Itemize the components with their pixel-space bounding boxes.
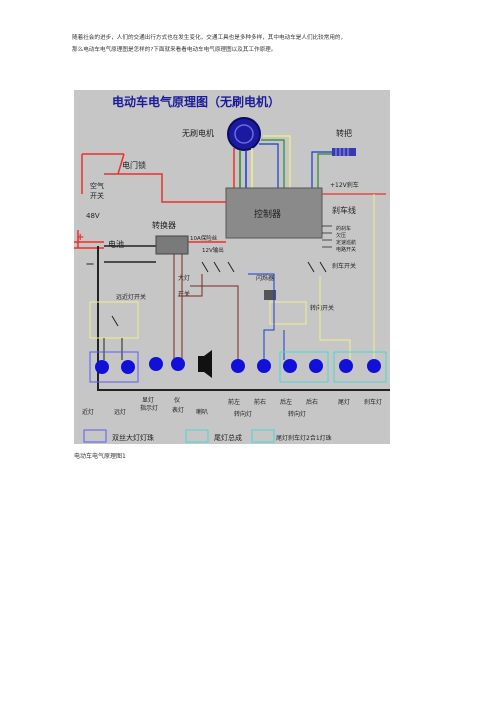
horn-label: 喇叭 xyxy=(196,408,208,416)
motor-icon xyxy=(227,117,261,151)
lamp-dash xyxy=(149,357,163,371)
legend-tail-brake-label: 尾灯刹车灯2合1灯珠 xyxy=(276,434,332,442)
dual-filament-frame xyxy=(89,351,139,383)
switch-label: 开关 xyxy=(178,290,190,298)
lamp-rear-right xyxy=(309,359,323,373)
rear-right-label: 后右 xyxy=(306,398,318,406)
turn-switch-box xyxy=(269,301,307,325)
motor-rotor xyxy=(234,124,254,144)
lamp-brake xyxy=(367,359,381,373)
wire-hall-green xyxy=(261,139,285,188)
wire-handle-blue xyxy=(311,151,332,188)
front-left-label: 前左 xyxy=(228,398,240,406)
converter-label: 转换器 xyxy=(152,220,176,230)
meter-label-1: 仪 xyxy=(174,397,180,404)
wire-turn-blue xyxy=(248,273,285,360)
legend-ctrl-1: 的刹车 xyxy=(336,225,351,232)
lamp-front-left xyxy=(231,359,245,373)
air-switch-label-2: 开关 xyxy=(90,191,104,200)
horn-icon xyxy=(198,350,212,378)
brake-switch-label: 刹车开关 xyxy=(332,262,356,270)
wire-lamps-darkred xyxy=(173,254,239,360)
wire-hall-blue xyxy=(259,143,279,188)
wiring-diagram-svg: 电动车电气原理图（无刷电机） 无刷电机 转把 控制器 +12V刹车 刹车线 的刹… xyxy=(74,90,390,444)
brake-switch-contacts xyxy=(307,261,327,273)
wire-hilo-black xyxy=(103,338,123,360)
intro-line-2: 那么电动车电气原理图是怎样的?下面就来看看电动车电气原理图以及其工作原理。 xyxy=(72,47,277,53)
legend-ctrl-3: 定速巡航 xyxy=(336,239,356,246)
legend-dual-swatch xyxy=(83,429,107,443)
controller-label: 控制器 xyxy=(254,208,281,220)
wire-ctrl-legend xyxy=(322,225,332,248)
brake-12v-label: +12V刹车 xyxy=(330,181,359,189)
battery-wires xyxy=(104,245,156,263)
battery-minus: — xyxy=(86,259,94,268)
legend-dual-label: 双丝大灯灯珠 xyxy=(112,433,154,442)
front-right-label: 前右 xyxy=(254,398,266,406)
high-beam-label: 远灯 xyxy=(114,408,126,416)
brake-light-label: 刹车灯 xyxy=(364,398,382,406)
output-12v-label: 12V输出 xyxy=(202,246,224,254)
battery-plus: + xyxy=(76,232,84,243)
battery-label: 电池 xyxy=(108,239,124,249)
legend-ctrl-4: 电路开关 xyxy=(336,246,356,253)
hilo-switch-box xyxy=(89,301,139,339)
wire-door-lock xyxy=(81,153,125,194)
lamp-low-beam xyxy=(95,360,109,374)
legend-ctrl-2: 欠压 xyxy=(336,232,346,239)
handlebar-label: 转把 xyxy=(336,128,352,138)
door-lock-label: 电门锁 xyxy=(122,160,146,170)
legend-tail-label: 尾灯总成 xyxy=(214,433,242,442)
wire-lock-controller xyxy=(104,173,226,203)
lamp-high-beam xyxy=(121,360,135,374)
wiring-diagram: 电动车电气原理图（无刷电机） 无刷电机 转把 控制器 +12V刹车 刹车线 的刹… xyxy=(74,90,390,444)
flasher-label: 闪烁器 xyxy=(256,274,274,282)
motor-label: 无刷电机 xyxy=(182,128,214,138)
meter-label-2: 表灯 xyxy=(172,406,184,414)
lamp-rear-left xyxy=(283,359,297,373)
headlight-switch-contacts xyxy=(201,261,235,273)
handlebar-grip xyxy=(335,148,349,156)
tail-frame xyxy=(333,351,387,383)
turn-light-label: 转向灯 xyxy=(234,410,252,418)
converter-box xyxy=(155,235,189,255)
headlight-label: 大灯 xyxy=(178,274,190,282)
air-switch-label-1: 空气 xyxy=(90,181,104,190)
turn-light-label-2: 转向灯 xyxy=(288,410,306,418)
lamp-meter xyxy=(171,357,185,371)
legend-tail-swatch xyxy=(185,429,209,443)
ground-bus xyxy=(97,246,390,391)
controller-box xyxy=(225,187,323,239)
legend-tail-brake-swatch xyxy=(251,429,275,443)
fuse-label: 10A保险丝 xyxy=(190,234,218,242)
intro-line-1: 随着社会的进步，人们的交通出行方式也在发生变化，交通工具也是多种多样，其中电动车… xyxy=(72,35,347,41)
turn-switch-label: 转向开关 xyxy=(310,304,334,312)
hilo-switch-label: 远近灯开关 xyxy=(116,293,146,301)
figure-caption: 电动车电气原理图1 xyxy=(74,453,126,460)
flasher-box xyxy=(264,290,276,300)
lamp-tail xyxy=(339,359,353,373)
rear-turn-frame xyxy=(279,351,329,383)
dash-label-1: 显灯 xyxy=(142,396,154,404)
hilo-switch-contact xyxy=(111,315,119,327)
voltage-label: 48V xyxy=(86,212,100,220)
brake-line-label: 刹车线 xyxy=(332,205,356,215)
intro-text: 随着社会的进步，人们的交通出行方式也在发生变化，交通工具也是多种多样，其中电动车… xyxy=(72,32,432,56)
rear-left-label: 后左 xyxy=(280,398,292,406)
wire-hall-yellow xyxy=(263,135,291,188)
diagram-title: 电动车电气原理图（无刷电机） xyxy=(112,94,280,109)
wire-brake-yellow xyxy=(319,194,375,360)
low-beam-label: 近灯 xyxy=(82,408,94,416)
dash-label-2: 指示灯 xyxy=(140,404,158,412)
tail-light-label: 尾灯 xyxy=(338,398,350,406)
lamp-front-right xyxy=(257,359,271,373)
wire-handle-green xyxy=(317,153,332,188)
